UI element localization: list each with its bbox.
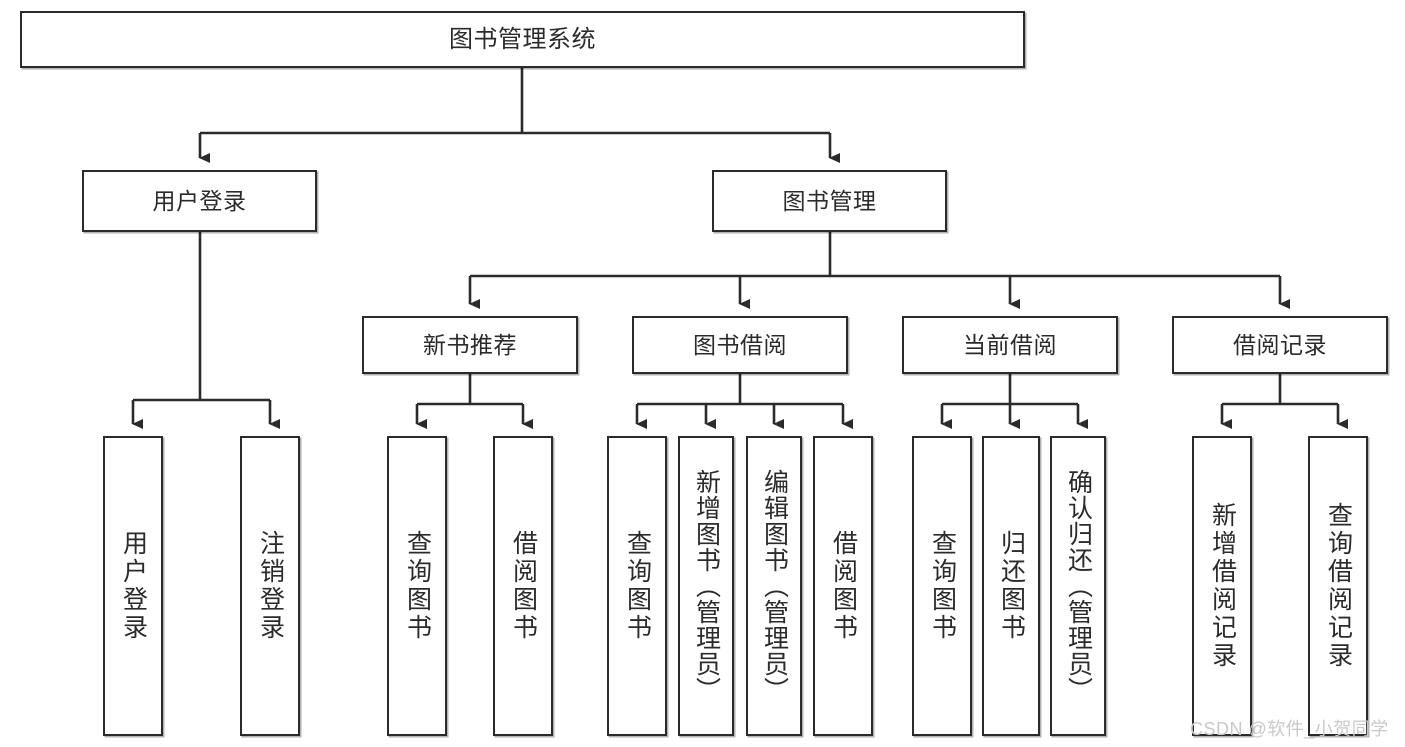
leaf-user-login[interactable]: 用户登录 <box>103 436 163 736</box>
node-label: 编辑图书（管理员） <box>760 469 789 703</box>
watermark: CSDN @软件_小贺同学 <box>1190 719 1389 739</box>
node-user-login[interactable]: 用户登录 <box>82 170 317 232</box>
node-label: 图书管理 <box>782 187 877 214</box>
node-label: 用户登录 <box>152 187 247 214</box>
node-new-book-recommend[interactable]: 新书推荐 <box>362 316 578 374</box>
node-label: 新书推荐 <box>423 331 517 358</box>
node-label: 借阅图书 <box>829 530 858 642</box>
leaf-add-borrow-record[interactable]: 新增借阅记录 <box>1192 436 1252 736</box>
leaf-borrow-book[interactable]: 借阅图书 <box>813 436 873 736</box>
leaf-confirm-return-admin[interactable]: 确认归还（管理员） <box>1050 436 1106 736</box>
leaf-borrow-book-recommend[interactable]: 借阅图书 <box>493 436 553 736</box>
node-label: 查询图书 <box>623 530 652 642</box>
node-label: 当前借阅 <box>963 331 1057 358</box>
leaf-logout[interactable]: 注销登录 <box>240 436 300 736</box>
node-book-management[interactable]: 图书管理 <box>712 170 947 232</box>
leaf-return-book[interactable]: 归还图书 <box>982 436 1040 736</box>
leaf-query-book-borrow[interactable]: 查询图书 <box>607 436 667 736</box>
leaf-edit-book-admin[interactable]: 编辑图书（管理员） <box>746 436 802 736</box>
node-label: 用户登录 <box>119 530 148 642</box>
node-label: 确认归还（管理员） <box>1064 469 1093 703</box>
node-borrow-record[interactable]: 借阅记录 <box>1172 316 1388 374</box>
leaf-add-book-admin[interactable]: 新增图书（管理员） <box>678 436 734 736</box>
node-current-borrow[interactable]: 当前借阅 <box>902 316 1118 374</box>
node-label: 新增借阅记录 <box>1208 502 1237 670</box>
node-label: 图书管理系统 <box>449 25 596 53</box>
node-label: 归还图书 <box>997 530 1026 642</box>
node-label: 查询图书 <box>928 530 957 642</box>
leaf-query-book-recommend[interactable]: 查询图书 <box>387 436 447 736</box>
node-label: 借阅图书 <box>509 530 538 642</box>
node-label: 查询借阅记录 <box>1324 502 1353 670</box>
leaf-query-borrow-record[interactable]: 查询借阅记录 <box>1308 436 1368 736</box>
node-label: 借阅记录 <box>1233 331 1327 358</box>
node-label: 图书借阅 <box>693 331 787 358</box>
node-root-book-management-system[interactable]: 图书管理系统 <box>20 11 1025 68</box>
node-label: 注销登录 <box>256 530 285 642</box>
node-label: 查询图书 <box>403 530 432 642</box>
node-label: 新增图书（管理员） <box>692 469 721 703</box>
leaf-query-book-current[interactable]: 查询图书 <box>912 436 972 736</box>
node-book-borrow[interactable]: 图书借阅 <box>632 316 848 374</box>
